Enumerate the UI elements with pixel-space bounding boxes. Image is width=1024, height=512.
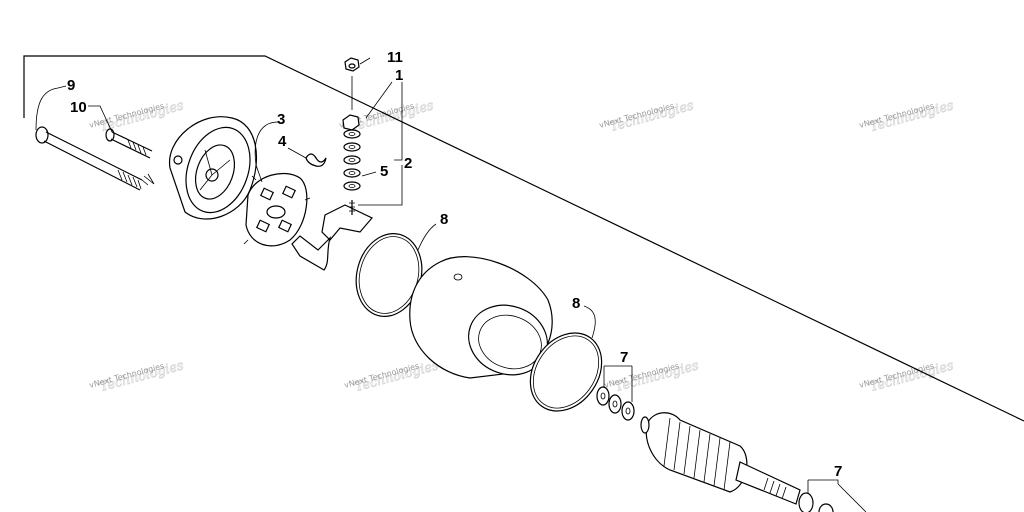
- washer-hole: [348, 184, 356, 188]
- commutator-end: [640, 416, 650, 434]
- callout-11: 11: [387, 49, 403, 66]
- frame-lines: [23, 55, 1024, 422]
- bolt-head: [35, 126, 49, 144]
- washer-stack: [342, 57, 361, 191]
- washer-7b-1: [798, 492, 814, 512]
- washer-hole: [348, 158, 356, 162]
- screw-shank-bottom: [110, 138, 151, 159]
- screw-shank-top: [111, 131, 153, 152]
- leader-9: [35, 85, 67, 131]
- leader-8a: [417, 223, 437, 251]
- brush-2: [281, 185, 297, 199]
- bolt-shank-bottom: [43, 140, 141, 191]
- washer-hole: [348, 145, 356, 149]
- callout-7a: 7: [620, 349, 628, 366]
- nut-11-hole: [348, 63, 356, 69]
- brush-plate-center: [266, 205, 286, 219]
- screw-head: [105, 128, 115, 142]
- nut-1: [342, 114, 360, 131]
- callout-8a: 8: [440, 211, 448, 228]
- brush-1: [259, 187, 275, 201]
- leader-1-2: [358, 82, 403, 206]
- washer-7a-3: [621, 401, 635, 421]
- short-screw: [105, 128, 153, 159]
- washer-c: [343, 155, 361, 165]
- bolt-end-lines: [141, 173, 155, 186]
- bolt-thread: [117, 169, 142, 190]
- leader-7a: [603, 365, 633, 402]
- washer-set-a: [596, 386, 635, 421]
- yoke-hole: [453, 273, 463, 281]
- leader-8b: [583, 305, 596, 339]
- o-ring-right-inner: [532, 335, 600, 409]
- callout-2: 2: [404, 155, 412, 172]
- callout-1: 1: [395, 67, 403, 84]
- washer-7b-2: [818, 503, 834, 512]
- callouts: 9 10 11 1 3 4 2 5 8 8 7 7: [67, 49, 842, 480]
- washer-hole: [348, 132, 356, 136]
- terminal-stud-thread: [349, 202, 355, 212]
- brush-plate-tabs: [243, 175, 311, 245]
- brush-holder: [243, 172, 311, 247]
- screw-thread: [127, 139, 147, 156]
- brush-4: [277, 219, 293, 233]
- brush-3: [255, 219, 271, 233]
- leader-7b: [807, 479, 867, 512]
- leader-10: [88, 105, 113, 133]
- bolt-shank-top: [45, 131, 143, 181]
- leader-4: [287, 147, 307, 159]
- leader-5: [361, 171, 377, 177]
- washer-set-b: [798, 492, 834, 512]
- leader-11: [359, 57, 371, 65]
- armature-spline: [763, 477, 787, 500]
- end-cover-tab: [173, 155, 183, 165]
- callout-9: 9: [67, 77, 75, 94]
- callout-3: 3: [277, 111, 285, 128]
- washer-hole: [600, 392, 606, 400]
- o-ring-right-outer: [529, 332, 603, 412]
- callout-5: 5: [380, 163, 388, 180]
- callout-10: 10: [70, 99, 87, 116]
- armature-windings: [663, 417, 731, 491]
- washer-7a-1: [596, 386, 610, 406]
- frame-top-line: [23, 55, 1024, 422]
- armature-shaft: [735, 461, 801, 505]
- leader-lines: [35, 57, 867, 512]
- armature: [640, 412, 801, 505]
- washer-d: [343, 168, 361, 178]
- terminal-lead: [291, 235, 332, 271]
- end-cover-ribs: [199, 149, 231, 191]
- callout-7b: 7: [834, 463, 842, 480]
- motor-yoke: [409, 256, 553, 379]
- o-ring-right: [529, 332, 603, 412]
- bracket-body: [321, 204, 373, 241]
- long-bolt: [35, 126, 155, 191]
- washer-hole: [625, 407, 631, 415]
- terminal-bracket: [291, 200, 373, 271]
- armature-core: [645, 412, 748, 493]
- end-cover: [168, 116, 257, 220]
- washer-b: [343, 142, 361, 152]
- callout-8b: 8: [572, 295, 580, 312]
- spring: [305, 153, 327, 167]
- leader-3: [254, 121, 279, 183]
- washer-e: [343, 181, 361, 191]
- washer-hole: [348, 171, 356, 175]
- washer-hole: [612, 400, 618, 408]
- callout-4: 4: [278, 133, 287, 150]
- washer-a: [343, 129, 361, 139]
- leader-1: [365, 81, 393, 119]
- spring-body: [305, 153, 327, 167]
- washer-7a-2: [608, 394, 622, 414]
- o-ring-left-inner: [358, 236, 420, 314]
